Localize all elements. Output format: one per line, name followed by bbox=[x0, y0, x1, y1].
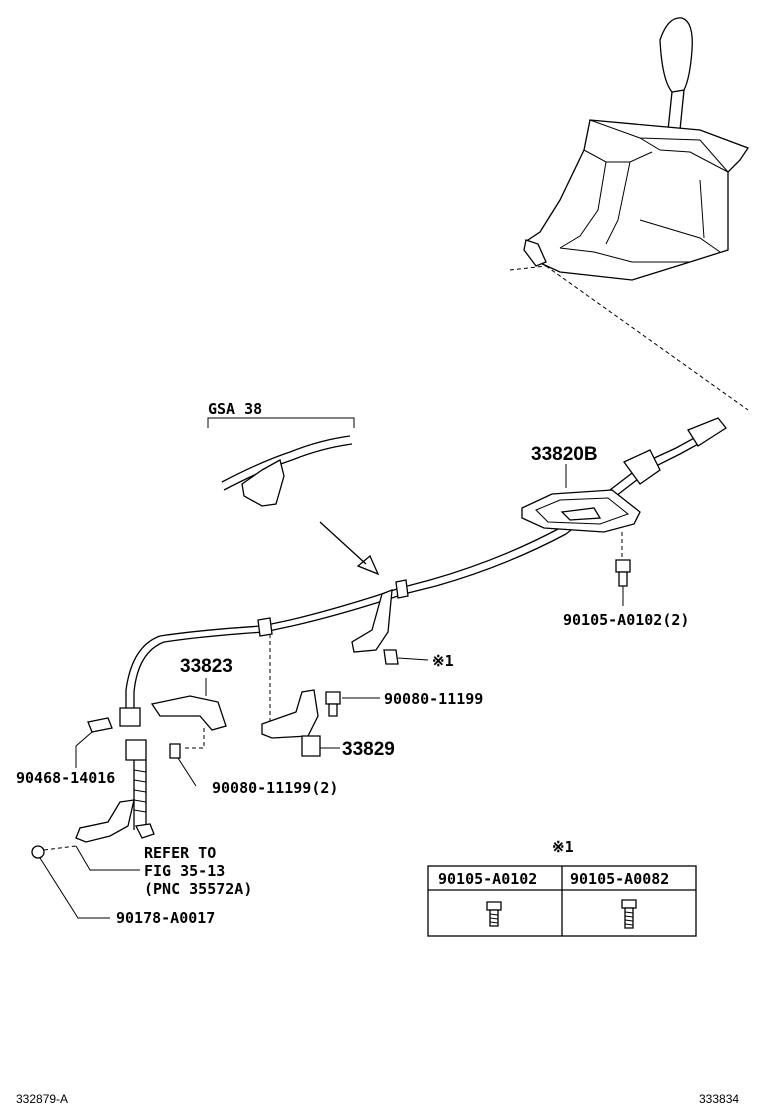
transmission-control-cable bbox=[119, 417, 727, 839]
direction-arrow bbox=[319, 521, 380, 576]
refer-line2: FIG 35-13 bbox=[144, 862, 225, 880]
footer-left: 332879-A bbox=[16, 1092, 68, 1106]
clip-90468: 90468-14016 bbox=[16, 717, 115, 787]
cable-part-label: 33820B bbox=[531, 444, 598, 465]
lower-bracket: REFER TO FIG 35-13 (PNC 35572A) bbox=[43, 799, 252, 898]
nut-label: 90178-A0017 bbox=[116, 909, 215, 927]
center-bracket: ※1 bbox=[351, 589, 454, 670]
bolt-icon-a0082 bbox=[621, 899, 637, 929]
note-table: ※1 90105-A0102 90105-A0082 bbox=[427, 838, 697, 937]
gsa-detail: GSA 38 bbox=[207, 400, 355, 507]
table-header-2: 90105-A0082 bbox=[570, 870, 669, 888]
table-header-1: 90105-A0102 bbox=[438, 870, 537, 888]
bolt-mid-label: 90080-11199 bbox=[384, 690, 483, 708]
bolt-low-label: 90080-11199(2) bbox=[212, 779, 338, 797]
table-mark: ※1 bbox=[552, 838, 574, 856]
clip-label: 90468-14016 bbox=[16, 769, 115, 787]
bracket-left-label: 33823 bbox=[180, 656, 233, 677]
refer-line1: REFER TO bbox=[144, 844, 216, 862]
bracket-33829: 90080-11199 33829 bbox=[261, 689, 483, 760]
footer-right: 333834 bbox=[699, 1092, 739, 1106]
note-mark-label: ※1 bbox=[432, 652, 454, 670]
gsa-label: GSA 38 bbox=[208, 400, 262, 418]
connection-line-lever bbox=[509, 265, 749, 411]
nut-90178: 90178-A0017 bbox=[31, 845, 215, 927]
refer-line3: (PNC 35572A) bbox=[144, 880, 252, 898]
bracket-33823: 33823 90080-11199(2) bbox=[150, 656, 338, 797]
bolt-top-label: 90105-A0102(2) bbox=[563, 611, 689, 629]
shift-lever-assembly bbox=[523, 17, 749, 281]
bracket-right-label: 33829 bbox=[342, 739, 395, 760]
cable-grommet-plate: 33820B bbox=[521, 444, 641, 533]
bolt-icon-a0102 bbox=[486, 901, 502, 927]
bolt-top: 90105-A0102(2) bbox=[563, 532, 689, 629]
